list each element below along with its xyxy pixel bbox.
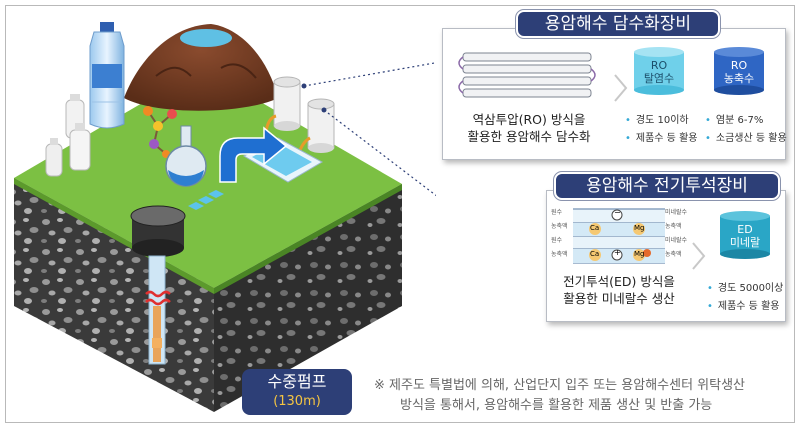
ro-bullet-2: •제품수 등 활용 bbox=[625, 133, 698, 144]
ed-panel-title: 용암해수 전기투석장비 bbox=[553, 171, 781, 201]
ro-panel-title: 용암해수 담수화장비 bbox=[515, 9, 721, 39]
ed-ion-ca-2: Ca bbox=[590, 250, 600, 258]
ro-caption-line1: 역삼투압(RO) 방식을 bbox=[472, 112, 586, 127]
ed-chevron-icon bbox=[692, 242, 706, 270]
ed-mineral-label-line1: ED bbox=[737, 223, 753, 236]
chevron-arrows-icon bbox=[188, 190, 224, 210]
ro-bullet-4-text: 소금생산 등 활용 bbox=[715, 133, 787, 144]
ed-row-label-1: 원수 bbox=[551, 209, 563, 216]
small-bottles-icon bbox=[45, 94, 91, 177]
ed-row-label-right-3: 미네랄수 bbox=[665, 237, 688, 244]
ro-bullet-3: •염분 6-7% bbox=[705, 115, 764, 126]
pump-head-icon bbox=[130, 205, 186, 257]
ed-caption: 전기투석(ED) 방식을 활용한 미네랄수 생산 bbox=[549, 273, 689, 307]
pump-label-box: 수중펌프 (130m) bbox=[242, 369, 352, 415]
ed-bullet-1: •경도 5000이상 bbox=[707, 283, 784, 294]
storage-tanks-icon bbox=[264, 76, 335, 157]
isometric-scene bbox=[14, 22, 436, 412]
ed-mineral-cylinder-icon bbox=[720, 211, 770, 259]
footnote-line1: ※ 제주도 특별법에 의해, 산업단지 입주 또는 용암해수센터 위탁생산 bbox=[374, 378, 746, 393]
ro-desalinated-label-line2: 탈염수 bbox=[643, 72, 675, 85]
diagram-frame: 수중펌프 (130m) 역삼투압(RO) 방식을 활용한 용암해수 담수화 bbox=[5, 5, 795, 423]
ro-bullet-1-text: 경도 10이하 bbox=[635, 115, 689, 126]
ed-electrode-plus: + bbox=[614, 248, 621, 257]
ed-bullet-2: •제품수 등 활용 bbox=[707, 301, 780, 312]
ro-concentrate-label-line1: RO bbox=[730, 59, 748, 72]
ed-mineral-label-line2: 미네랄 bbox=[729, 236, 761, 249]
flow-arrow bbox=[219, 126, 288, 183]
connector-line-ro bbox=[303, 62, 436, 87]
ed-row-label-right-4: 농축액 bbox=[665, 251, 682, 258]
ro-concentrate-label: RO 농축수 bbox=[713, 59, 765, 85]
ed-electrode-minus: − bbox=[614, 208, 621, 217]
ed-ion-ca-1: Ca bbox=[590, 224, 600, 232]
volcano-mountain bbox=[124, 24, 278, 111]
ro-bullet-2-text: 제품수 등 활용 bbox=[635, 133, 698, 144]
ed-ion-mg-2: Mg bbox=[634, 250, 645, 258]
pump-depth: (130m) bbox=[273, 394, 321, 409]
pump-label: 수중펌프 bbox=[267, 372, 327, 391]
water-bottle-icon bbox=[89, 22, 125, 129]
ed-row-label-2: 농축액 bbox=[551, 223, 568, 230]
ro-panel: 역삼투압(RO) 방식을 활용한 용암해수 담수화 RO 탈염수 RO 농축수 … bbox=[442, 28, 787, 160]
ed-caption-line2: 활용한 미네랄수 생산 bbox=[563, 291, 675, 306]
ed-bullet-2-text: 제품수 등 활용 bbox=[717, 301, 780, 312]
molecule-icon bbox=[143, 106, 177, 158]
ed-caption-line1: 전기투석(ED) 방식을 bbox=[563, 274, 675, 289]
ed-panel: Ca Mg Ca Mg − + 원수 농축액 원수 농축액 미네랄수 농축액 미… bbox=[546, 190, 786, 322]
ro-bullet-3-text: 염분 6-7% bbox=[715, 115, 764, 126]
ro-concentrate-cylinder-icon bbox=[714, 47, 764, 95]
ro-desalinated-cylinder-icon bbox=[634, 47, 684, 95]
flask-icon bbox=[165, 125, 207, 187]
ro-caption: 역삼투압(RO) 방식을 활용한 용암해수 담수화 bbox=[449, 111, 609, 145]
ro-caption-line2: 활용한 용암해수 담수화 bbox=[467, 129, 591, 144]
ground-right-face bbox=[214, 184, 402, 412]
ed-bullet-1-text: 경도 5000이상 bbox=[717, 283, 784, 294]
footnote-line2: 방식을 통해서, 용암해수를 활용한 제품 생산 및 반출 가능 bbox=[400, 398, 713, 413]
ro-desalinated-label: RO 탈염수 bbox=[633, 59, 685, 85]
ro-desalinated-label-line1: RO bbox=[650, 59, 668, 72]
ro-membrane-icon bbox=[458, 52, 596, 98]
ed-mineral-label: ED 미네랄 bbox=[719, 223, 771, 249]
ro-bullet-4: •소금생산 등 활용 bbox=[705, 133, 787, 144]
ed-row-label-4: 농축액 bbox=[551, 251, 568, 258]
ed-row-label-right-1: 미네랄수 bbox=[665, 209, 688, 216]
ed-row-label-right-2: 농축액 bbox=[665, 223, 682, 230]
ed-ion-mg-1: Mg bbox=[634, 224, 645, 232]
ed-row-label-3: 원수 bbox=[551, 237, 563, 244]
ro-bullet-1: •경도 10이하 bbox=[625, 115, 689, 126]
ed-cell-icon bbox=[573, 208, 665, 264]
ro-chevron-icon bbox=[614, 74, 628, 102]
ro-concentrate-label-line2: 농축수 bbox=[723, 72, 755, 85]
